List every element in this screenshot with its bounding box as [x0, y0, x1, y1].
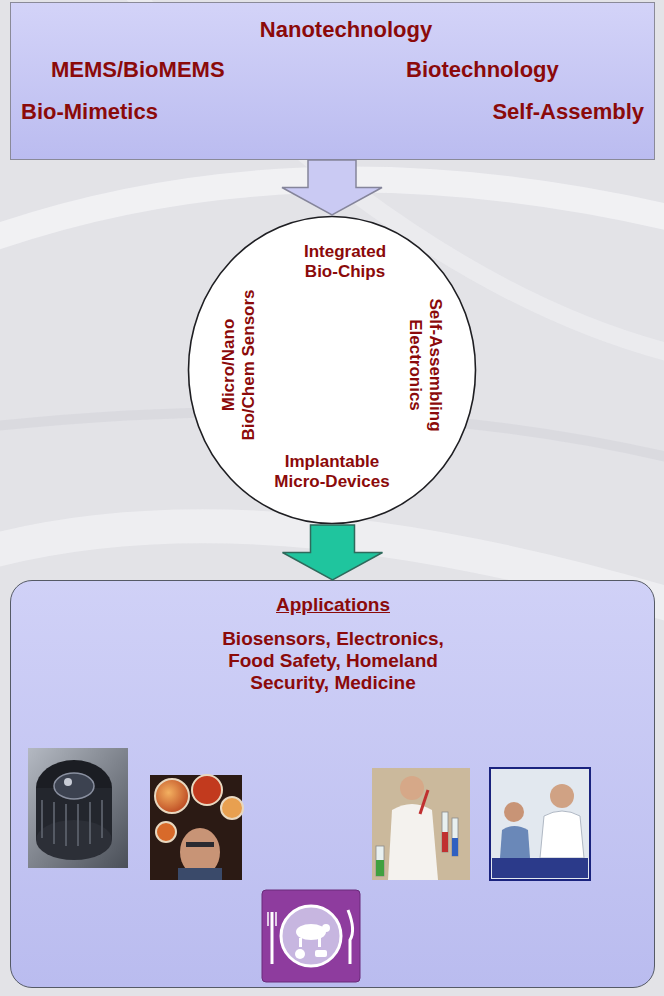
sensor-photo: [36, 820, 112, 860]
food-icon: [271, 912, 274, 964]
lab-photo: [372, 768, 470, 880]
source-box: NanotechnologyMEMS/BioMEMS BiotechnologyB…: [10, 2, 655, 160]
doctor-photo: [550, 784, 574, 808]
sensor-photo: [53, 802, 55, 844]
device-label: Implantable Micro-Devices: [272, 452, 392, 492]
field-label: Biotechnology: [406, 57, 559, 83]
sensor-photo: [41, 800, 43, 838]
lab-dish-photo: [150, 775, 243, 880]
doctor-photo: [504, 802, 524, 822]
food-icon: [318, 938, 321, 947]
sensor-photo: [28, 748, 128, 868]
field-label: MEMS/BioMEMS: [51, 57, 225, 83]
background-swoosh: [0, 0, 664, 620]
doctor-photo: [490, 768, 590, 880]
field-label-holder: MEMS/BioMEMS: [51, 57, 225, 83]
field-label-holder: Nanotechnology: [260, 17, 432, 43]
doctor-photo: [492, 858, 588, 878]
food-icon: [348, 910, 353, 964]
block-arrow: [283, 525, 383, 580]
food-icon: [275, 912, 277, 926]
sensor-photo: [89, 802, 91, 844]
sensor-photo: [101, 800, 103, 838]
lab-photo: [372, 768, 470, 880]
lab-photo: [452, 818, 458, 856]
food-icon: [262, 890, 360, 982]
device-label-holder: Integrated Bio-Chips: [302, 242, 389, 282]
lab-photo: [420, 790, 428, 814]
food-icon: [299, 938, 302, 947]
lab-dish-photo: [155, 779, 189, 813]
device-label: Self-Assembling Electronics: [405, 296, 445, 434]
lab-photo: [376, 860, 384, 876]
lab-photo: [442, 812, 448, 852]
food-icon: [281, 906, 341, 966]
food-icon: [322, 924, 330, 932]
field-label-holder: Bio-Mimetics: [21, 99, 158, 125]
lab-dish-photo: [178, 868, 222, 880]
sensor-photo: [54, 773, 94, 799]
lab-photo: [376, 846, 384, 876]
applications-list-holder: Biosensors, Electronics, Food Safety, Ho…: [202, 628, 464, 694]
lab-dish-photo: [192, 775, 222, 805]
device-label: Integrated Bio-Chips: [302, 242, 389, 282]
block-arrow: [282, 160, 382, 215]
lab-photo: [400, 776, 424, 800]
sensor-photo: [28, 748, 128, 868]
applications-heading-holder: Applications: [276, 594, 390, 616]
sensor-photo: [77, 804, 79, 846]
device-ellipse: Integrated Bio-ChipsMicro/Nano Bio/Chem …: [187, 215, 477, 525]
field-label-holder: Self-Assembly: [492, 99, 644, 125]
lab-photo: [442, 832, 448, 852]
food-icon: [262, 890, 360, 982]
device-label-holder: Self-Assembling Electronics: [405, 296, 445, 434]
food-icon: [267, 912, 269, 926]
food-icon: [295, 949, 305, 959]
lab-dish-photo: [221, 797, 243, 819]
device-label-holder: Implantable Micro-Devices: [272, 452, 392, 492]
food-icon: [315, 950, 327, 957]
applications-heading: Applications: [276, 594, 390, 616]
ellipse-outline: [189, 217, 476, 524]
sensor-photo: [65, 804, 67, 846]
doctor-photo: [490, 768, 590, 880]
field-label: Nanotechnology: [260, 17, 432, 43]
sensor-photo: [64, 778, 72, 786]
field-label-holder: Biotechnology: [406, 57, 559, 83]
lab-photo: [388, 804, 438, 880]
field-label: Bio-Mimetics: [21, 99, 158, 125]
device-label: Micro/Nano Bio/Chem Sensors: [219, 287, 259, 443]
lab-dish-photo: [156, 822, 176, 842]
applications-list: Biosensors, Electronics, Food Safety, Ho…: [202, 628, 464, 694]
food-icon: [296, 924, 326, 940]
doctor-photo: [540, 811, 584, 858]
device-label-holder: Micro/Nano Bio/Chem Sensors: [219, 287, 259, 443]
lab-dish-photo: [186, 842, 214, 847]
doctor-photo: [500, 826, 530, 858]
lab-dish-photo: [150, 775, 242, 880]
field-label: Self-Assembly: [492, 99, 644, 125]
lab-photo: [452, 838, 458, 856]
